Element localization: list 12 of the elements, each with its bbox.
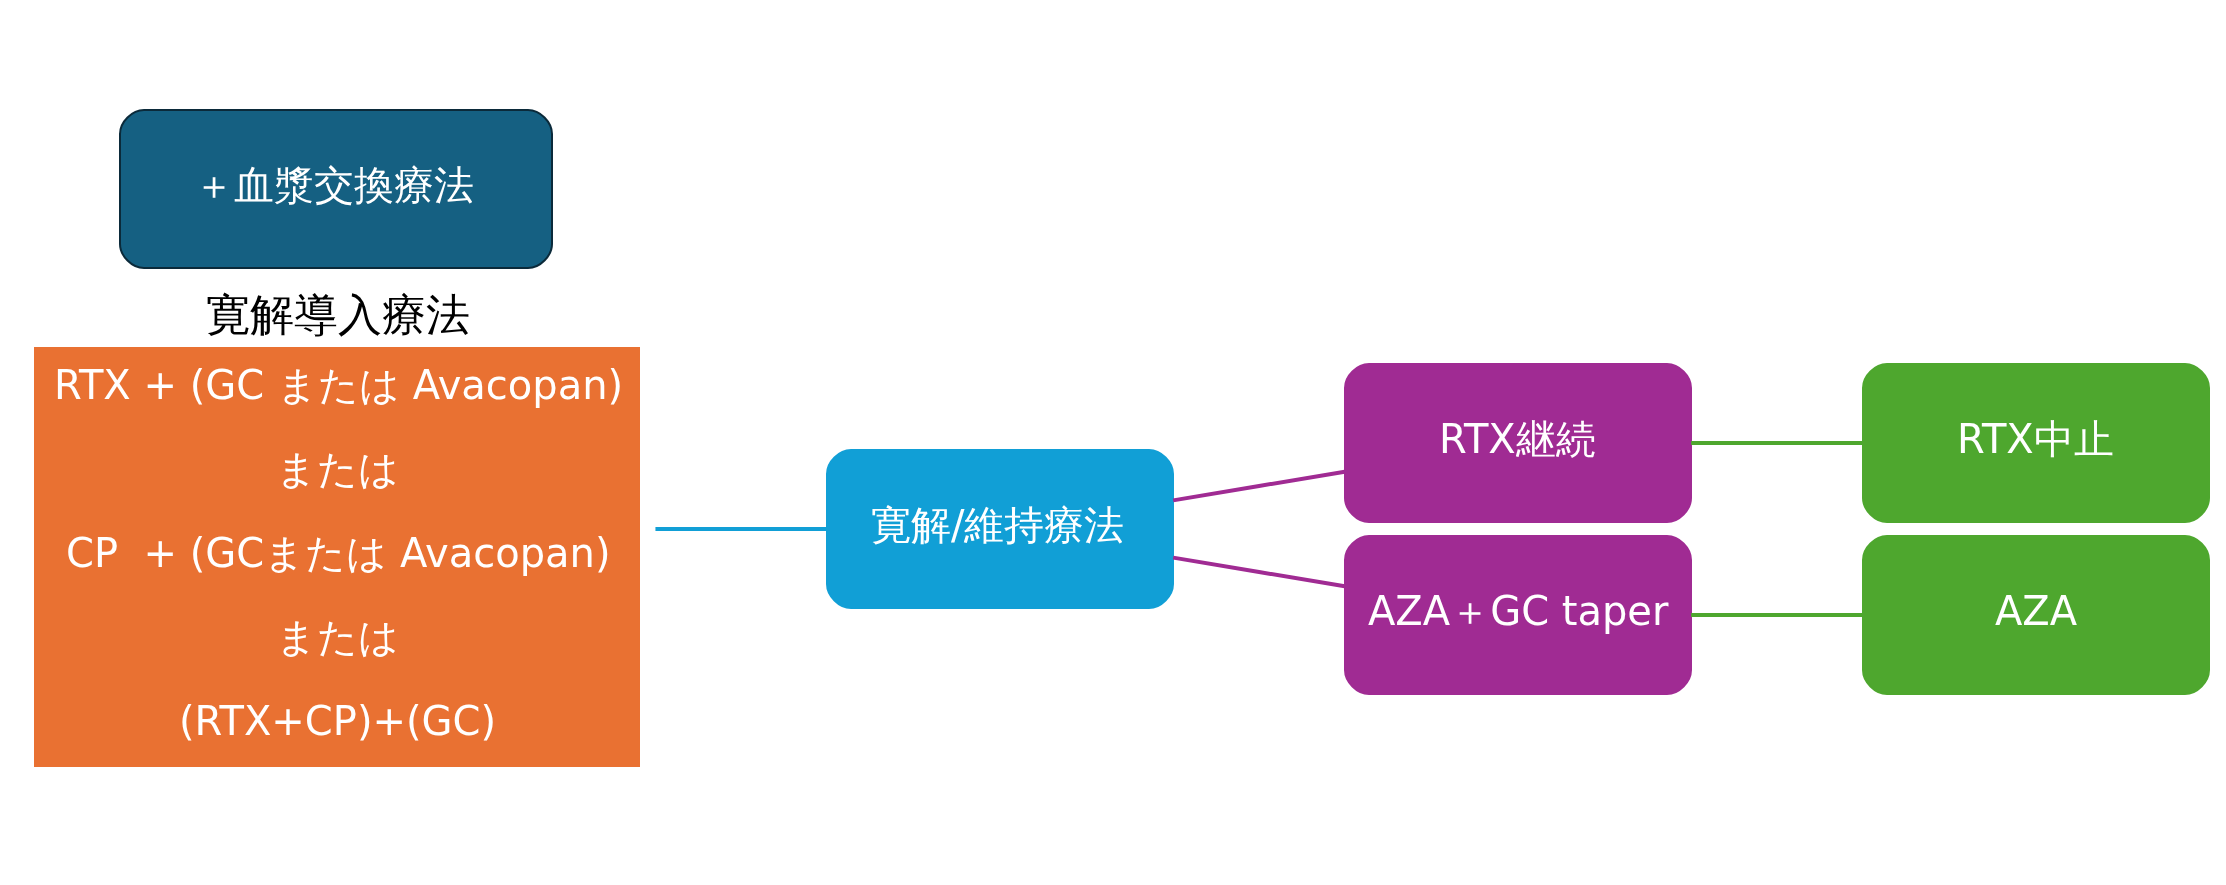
connector <box>1172 555 1346 589</box>
node-label: 寛解導入療法 <box>206 289 470 341</box>
connector <box>655 527 827 531</box>
connector <box>1691 441 1863 445</box>
node-box: ＋血漿交換療法 <box>119 109 553 269</box>
node-box: AZA＋GC taper <box>1344 535 1692 695</box>
connector <box>1172 469 1346 503</box>
node-box: 寛解/維持療法 <box>826 449 1174 609</box>
node-box: RTX継続 <box>1344 363 1692 523</box>
node-box: RTX中止 <box>1862 363 2210 523</box>
connector <box>1691 613 1863 617</box>
node-box: AZA <box>1862 535 2210 695</box>
